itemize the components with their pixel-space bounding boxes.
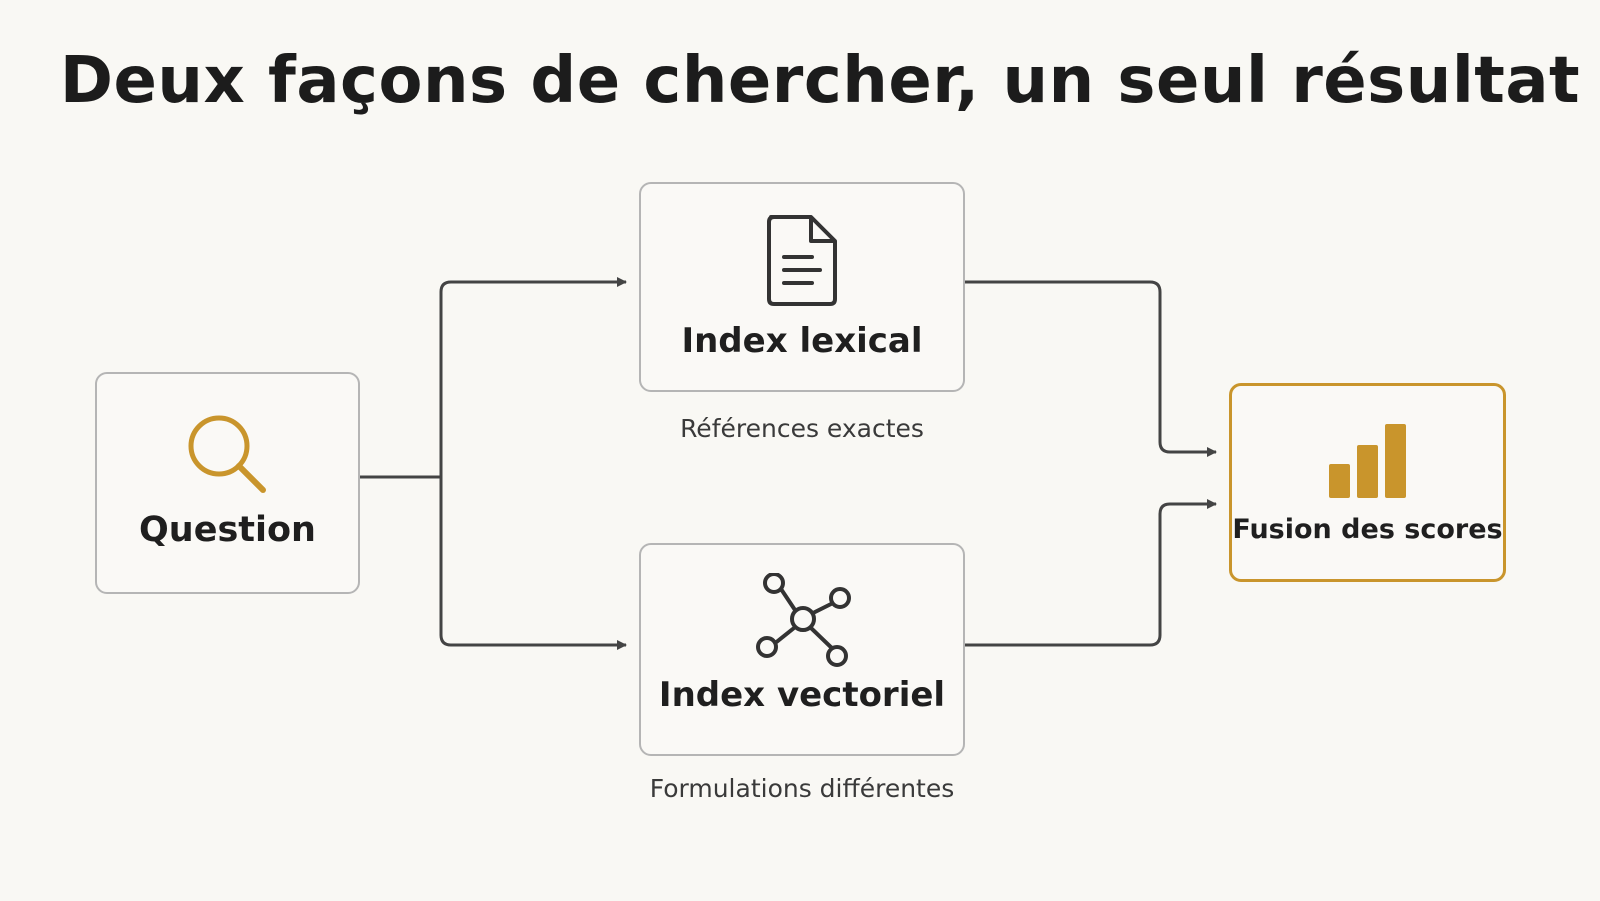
question-node: Question (95, 372, 360, 594)
connector-vector-to-fusion (965, 499, 1217, 647)
bar-chart-icon (1232, 420, 1503, 504)
score-fusion-node: Fusion des scores (1229, 383, 1506, 582)
connector-lexical-to-fusion (965, 280, 1217, 457)
connector-question-to-vector (439, 477, 627, 650)
search-icon (97, 408, 358, 508)
lexical-index-caption: Références exactes (680, 414, 924, 443)
network-graph-icon (641, 573, 963, 669)
connector-question-to-lexical (439, 277, 627, 477)
diagram-title: Deux façons de chercher, un seul résulta… (59, 44, 1581, 118)
vector-index-node: Index vectoriel (639, 543, 965, 756)
vector-index-caption: Formulations différentes (649, 774, 955, 803)
vector-index-label: Index vectoriel (658, 675, 946, 715)
score-fusion-label: Fusion des scores (1232, 514, 1503, 545)
document-icon (641, 213, 963, 309)
lexical-index-label: Index lexical (681, 321, 923, 361)
question-label: Question (139, 510, 316, 550)
lexical-index-node: Index lexical (639, 182, 965, 392)
